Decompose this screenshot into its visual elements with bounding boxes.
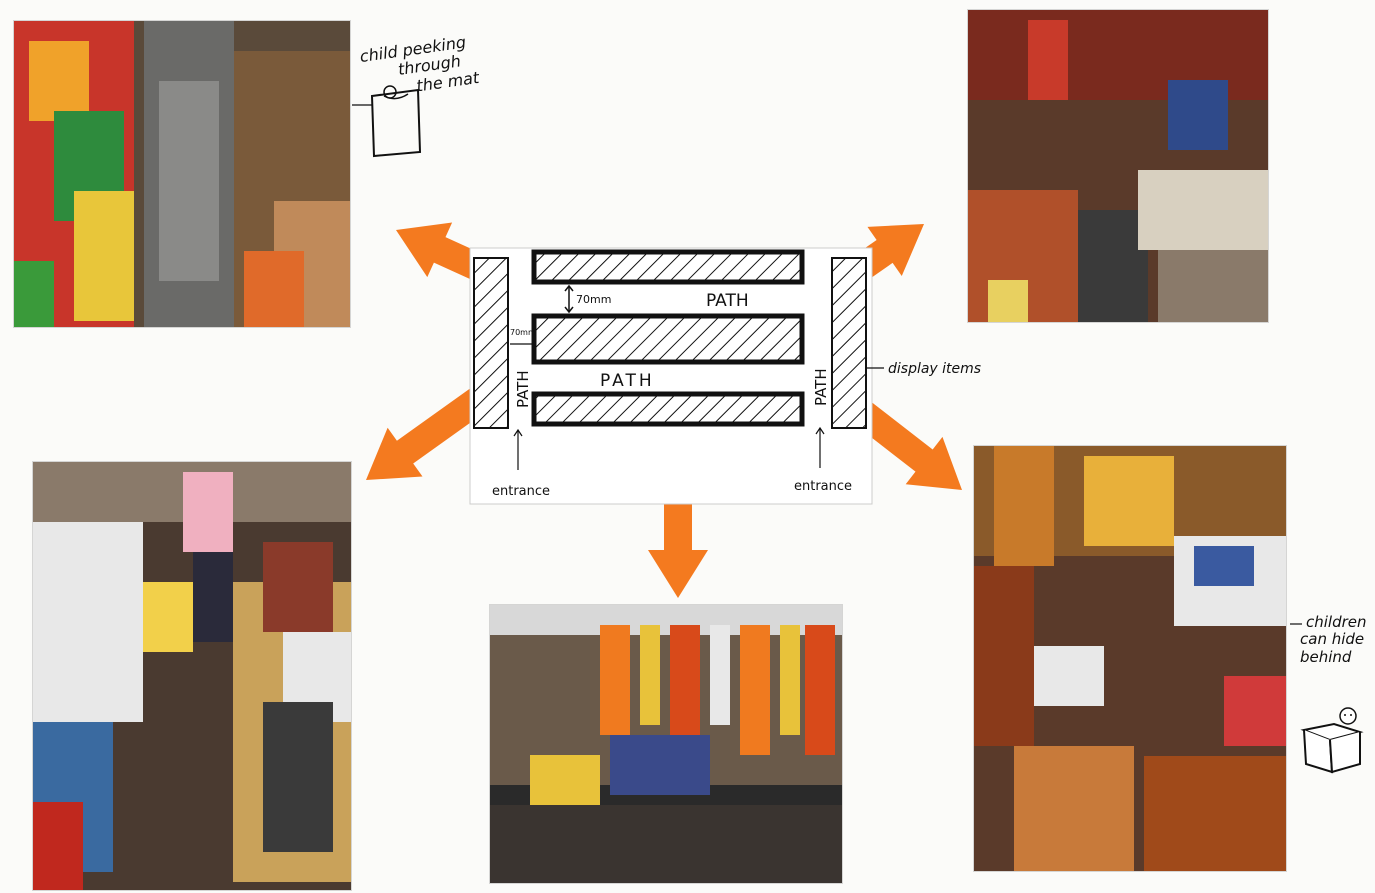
plan-paper <box>469 247 873 505</box>
sketch-child-behind-box-icon <box>1300 707 1364 774</box>
plan-label-path-right: PATH <box>812 368 830 406</box>
annotation-children-hide-line1: children <box>1306 613 1367 631</box>
annotation-children-hide: children can hide behind <box>1300 613 1367 666</box>
plan-label-path-left: PATH <box>514 370 532 408</box>
plan-dimension-70mm: 70mm <box>576 293 611 306</box>
shelf-right-wall <box>831 257 867 429</box>
photo-market-shopkeeper <box>33 462 351 890</box>
photo-market-pots-aisle <box>968 10 1268 322</box>
plan-label-path-middle: PATH <box>600 371 655 391</box>
arrow-to-bottom-left <box>366 388 487 480</box>
plan-dimension-70mm-small: 70mm <box>510 328 536 337</box>
shelf-top <box>531 249 805 285</box>
annotation-display-items: display items <box>888 361 981 377</box>
plan-label-entrance-left: entrance <box>492 484 550 499</box>
annotation-children-hide-line3: behind <box>1300 647 1352 666</box>
photo-market-boxes-aisle <box>974 446 1286 871</box>
photo-market-aisle-flowers <box>14 21 350 327</box>
sketch-child-behind-mat-icon <box>370 85 422 158</box>
plan-label-entrance-right: entrance <box>794 479 852 494</box>
shelf-bottom <box>531 391 805 427</box>
annotation-children-hide-line2: can hide <box>1300 630 1365 649</box>
arrow-to-bottom-center <box>648 452 708 598</box>
plan-label-path-top: PATH <box>706 291 749 311</box>
shelf-middle <box>531 313 805 365</box>
shelf-left-wall <box>473 257 509 429</box>
photo-market-garlands <box>490 605 842 883</box>
